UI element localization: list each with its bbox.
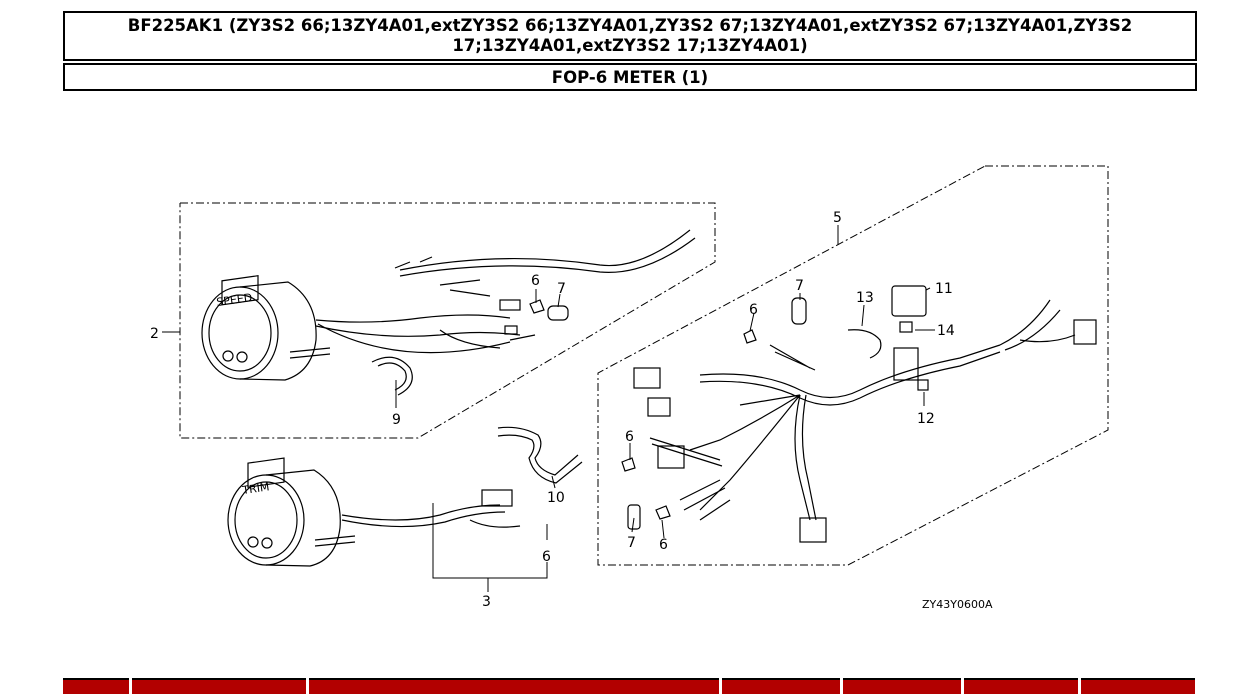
table-header-cell-3 bbox=[309, 678, 719, 694]
callout-11: 11 bbox=[935, 281, 953, 297]
callout-14: 14 bbox=[937, 323, 955, 339]
table-header-cell-1 bbox=[63, 678, 129, 694]
group-box-meter-speed bbox=[179, 202, 716, 439]
callout-10: 10 bbox=[547, 490, 565, 506]
section-title: FOP-6 METER (1) bbox=[551, 67, 709, 87]
speed-meter-drawing bbox=[201, 229, 696, 381]
callout-7-harness-bottom: 7 bbox=[627, 535, 636, 551]
trim-meter-face-label: TRIM bbox=[241, 480, 271, 497]
callout-6-harness-bottom: 6 bbox=[659, 537, 668, 553]
callout-6-harness-top: 6 bbox=[749, 302, 758, 318]
callout-6-upper: 6 bbox=[531, 273, 540, 289]
table-header-cell-7 bbox=[1081, 678, 1195, 694]
leader-lines bbox=[162, 225, 935, 592]
table-header-cell-2 bbox=[132, 678, 306, 694]
parts-table-header bbox=[63, 678, 1195, 694]
speed-meter-face-label: SPEED bbox=[216, 291, 253, 309]
table-header-cell-4 bbox=[722, 678, 840, 694]
callout-7-harness: 7 bbox=[795, 278, 804, 294]
callout-6-harness-left: 6 bbox=[625, 429, 634, 445]
callout-9: 9 bbox=[392, 412, 401, 428]
group-box-harness bbox=[597, 165, 1109, 566]
model-title-line-1: BF225AK1 (ZY3S2 66;13ZY4A01,extZY3S2 66;… bbox=[127, 16, 1133, 35]
callout-3: 3 bbox=[482, 594, 491, 610]
callout-13: 13 bbox=[856, 290, 874, 306]
callout-12: 12 bbox=[917, 411, 935, 427]
section-title-box: FOP-6 METER (1) bbox=[63, 63, 1197, 91]
hose-10-drawing bbox=[497, 426, 583, 484]
trim-meter-drawing bbox=[227, 457, 521, 567]
callout-7-upper: 7 bbox=[557, 281, 566, 297]
callout-6-lower-left: 6 bbox=[542, 549, 551, 565]
model-title-box: BF225AK1 (ZY3S2 66;13ZY4A01,extZY3S2 66;… bbox=[63, 11, 1197, 61]
callout-2: 2 bbox=[150, 326, 159, 342]
drawing-code: ZY43Y0600A bbox=[922, 598, 993, 611]
table-header-cell-6 bbox=[964, 678, 1078, 694]
model-title-line-2: 17;13ZY4A01,extZY3S2 17;13ZY4A01) bbox=[452, 36, 808, 55]
table-header-cell-5 bbox=[843, 678, 961, 694]
grommet-9-drawing bbox=[371, 356, 413, 396]
callout-5: 5 bbox=[833, 210, 842, 226]
harness-5-drawing bbox=[621, 285, 1097, 543]
